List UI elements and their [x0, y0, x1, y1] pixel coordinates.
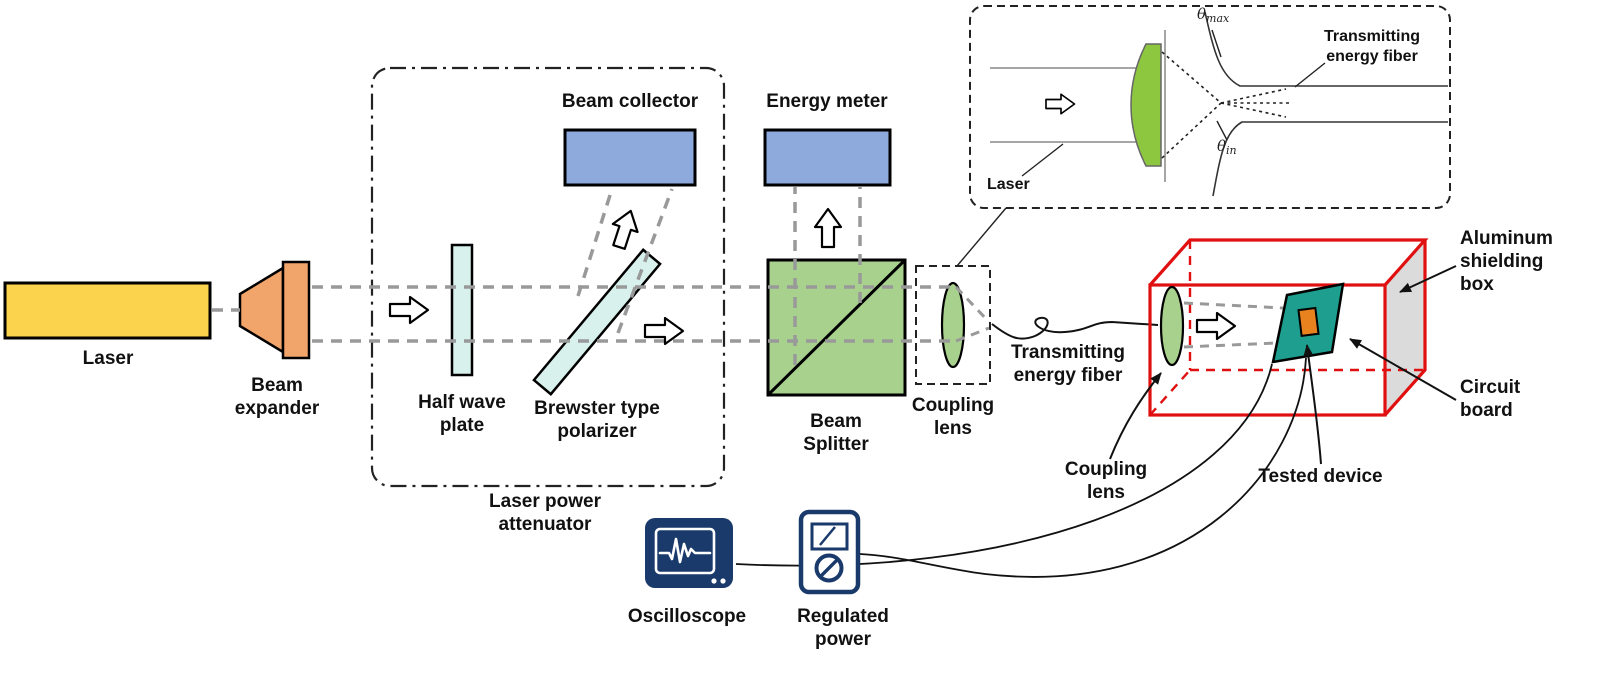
inset-lens	[1130, 43, 1162, 167]
inset-fiber-bottom-wall	[1212, 121, 1448, 197]
box-right-face	[1385, 240, 1425, 415]
annotation-pointers	[1109, 265, 1457, 465]
box-beam-top	[1183, 301, 1284, 310]
label-circuit-board: Circuit board	[1460, 377, 1521, 422]
circuit-board-pointer	[1349, 338, 1457, 401]
theta-in-pointer	[1216, 120, 1228, 141]
tested-device-pointer	[1303, 344, 1322, 465]
brewster-polarizer-shape	[532, 248, 662, 396]
beam-direction-arrow	[813, 207, 843, 249]
box-beam-bottom	[1183, 341, 1278, 349]
label-tested-device: Tested device	[1258, 466, 1383, 487]
theta-max-pointer	[1211, 29, 1222, 58]
fiber-squiggle	[991, 316, 1159, 340]
tested-device-shape	[1297, 306, 1320, 337]
attenuator-enclosure	[370, 66, 726, 488]
beam-direction-arrow	[605, 205, 645, 253]
beam-expander-shape	[238, 260, 311, 360]
theta-in-label: θin	[1217, 137, 1237, 157]
label-coupling-lens-box: Coupling lens	[1064, 459, 1148, 504]
aluminum-box-pointer	[1399, 265, 1457, 293]
inset-connector-line	[956, 207, 1007, 267]
fiber-coupling-inset	[969, 5, 1451, 209]
label-beam-splitter: Beam Splitter	[803, 411, 869, 456]
label-regulated-power: Regulated power	[797, 606, 889, 651]
splitter-diagonal	[766, 258, 907, 397]
half-wave-plate-shape	[450, 243, 474, 377]
oscilloscope-icon	[645, 518, 733, 588]
label-laser-power-attenuator: Laser power attenuator	[489, 491, 601, 536]
inset-converge-top	[1161, 51, 1222, 104]
inset-laser-pointer	[1021, 143, 1064, 177]
theta-max-label: θmax	[1197, 5, 1230, 25]
label-transmitting-fiber: Transmitting energy fiber	[1010, 342, 1125, 387]
wire-to-regulated-power	[859, 357, 1307, 578]
beam-collector-shape	[563, 128, 697, 187]
inset-diverge-top	[1220, 88, 1287, 104]
laser-shape	[3, 281, 212, 340]
label-half-wave-plate: Half wave plate	[418, 392, 506, 437]
label-brewster-polarizer: Brewster type polarizer	[534, 398, 660, 443]
beam-paths	[212, 187, 991, 365]
coupling-lens-pointer	[1109, 372, 1162, 460]
label-coupling-lens-main: Coupling lens	[911, 395, 995, 440]
label-energy-meter: Energy meter	[766, 91, 888, 112]
label-beam-expander: Beam expander	[234, 375, 320, 420]
beam-direction-arrow	[1045, 93, 1076, 115]
regulated-power-icon	[798, 509, 861, 595]
beam-splitter-shape	[766, 258, 907, 397]
inset-border	[969, 5, 1451, 209]
label-oscilloscope: Oscilloscope	[627, 606, 747, 627]
label-laser: Laser	[82, 348, 134, 369]
energy-meter-shape	[763, 128, 892, 187]
coupling-lens-shape	[940, 281, 966, 369]
inset-converge-bottom	[1161, 102, 1222, 159]
label-inset-laser: Laser	[987, 176, 1030, 193]
beam-direction-arrow	[1195, 311, 1237, 341]
aluminum-shielding-box-shape	[1148, 238, 1429, 417]
inset-fiber-top-wall	[1204, 11, 1448, 87]
inset-diverge-bottom	[1220, 102, 1287, 118]
label-aluminum-box: Aluminum shielding box	[1460, 228, 1553, 296]
coupling-lens-housing	[915, 265, 991, 385]
label-inset-fiber: Transmitting energy fiber	[1323, 28, 1420, 65]
inset-fiber-label-pointer	[1294, 62, 1326, 88]
label-beam-collector: Beam collector	[561, 91, 699, 112]
beam-direction-arrow	[388, 295, 430, 325]
box-coupling-lens-shape	[1159, 285, 1185, 367]
